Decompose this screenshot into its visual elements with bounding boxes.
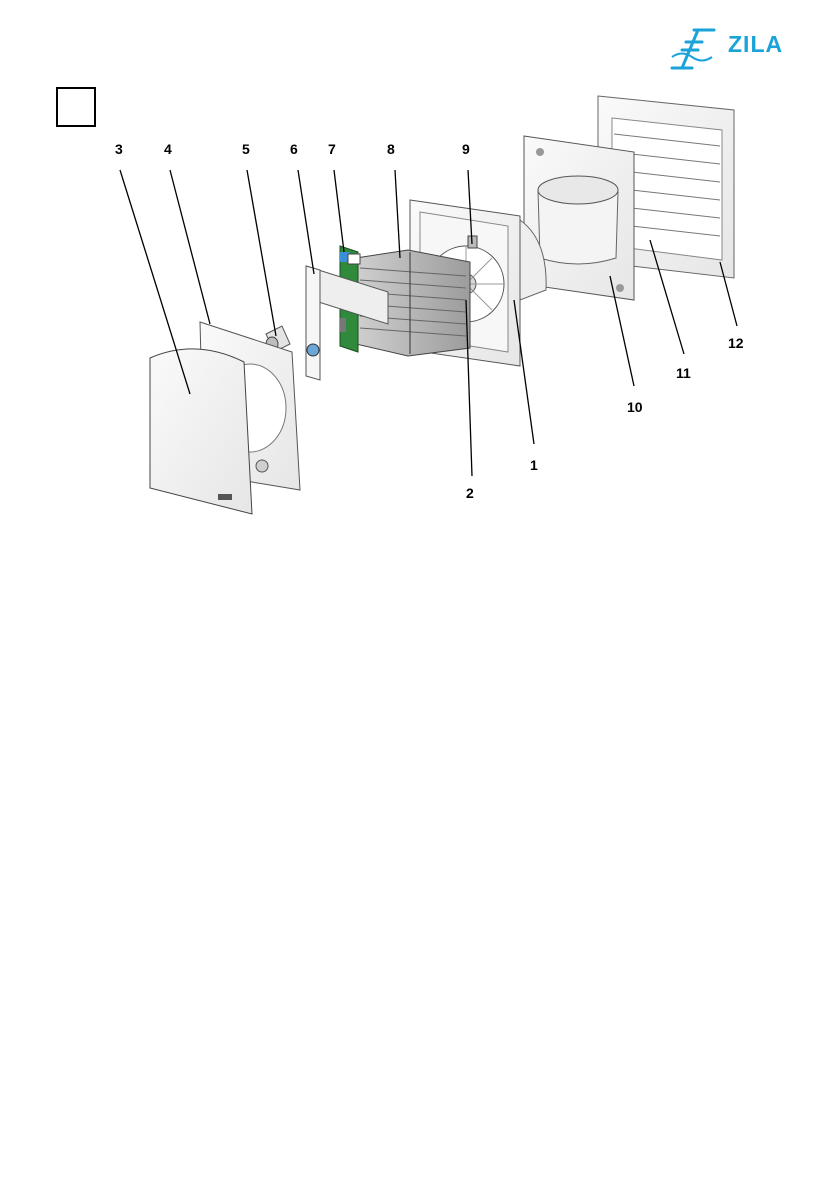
callout-5: 5 [242, 141, 250, 157]
callout-9: 9 [462, 141, 470, 157]
callout-12: 12 [728, 335, 744, 351]
part-front-cover [150, 349, 252, 514]
callout-6: 6 [290, 141, 298, 157]
callout-2: 2 [466, 485, 474, 501]
callout-7: 7 [328, 141, 336, 157]
callout-3: 3 [115, 141, 123, 157]
callout-10: 10 [627, 399, 643, 415]
callout-8: 8 [387, 141, 395, 157]
callout-1: 1 [530, 457, 538, 473]
callout-4: 4 [164, 141, 172, 157]
callout-11: 11 [676, 365, 691, 381]
